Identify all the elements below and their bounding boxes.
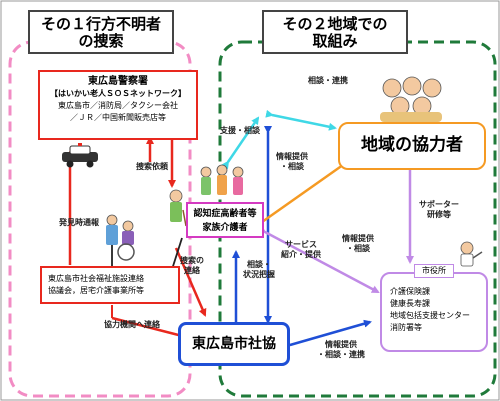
label-supporter-1: サポーター [419,200,459,209]
arrow-support-consult [221,116,260,170]
cityhall-item-2: 健康長寿課 [390,299,430,308]
label-info-consult-2: 情報提供 ・相談 [336,234,380,254]
label-consult-status-1: 相談・ [247,260,271,269]
police-box: 東広島警察署 【はいかい老人ＳＯＳネットワーク】 東広島市／消防局／タクシー会社… [38,70,198,140]
label-service-1: サービス [285,240,317,249]
label-search-request: 捜索依頼 [136,162,168,171]
label-support-consult: 支援・相談 [220,126,260,135]
label-discovery-report: 発見時通報 [59,218,99,227]
police-box-line2: ／ＪＲ／中国新聞販売店等 [70,113,166,122]
patient-family-box: 認知症高齢者等 家族介護者 [186,202,264,238]
label-search-cooperate-2: 連絡 [184,266,200,275]
community-box: 地域の協力者 [338,122,486,170]
label-supporter: サポーター 研修等 [412,200,466,220]
cityhall-item-1: 介護保険課 [390,287,430,296]
label-info-cooperate: 情報提供 ・相談・連携 [312,340,370,360]
label-service: サービス 紹介・提供 [276,240,326,260]
cityhall-box: 介護保険課 健康長寿課 地域包括支援センター 消防署等 [380,272,488,352]
family-icon [200,164,244,195]
label-info-provide-consult-2: ・相談 [280,162,304,171]
facility-box-line2: 協議会，居宅介護事業所等 [48,286,144,295]
label-info-consult-2-2: ・相談 [346,244,370,253]
label-agency-contact: 協力機関へ連絡 [104,320,160,329]
arrow-info-community [254,158,352,229]
police-box-line1: 東広島市／消防局／タクシー会社 [58,101,178,110]
police-box-network: 【はいかい老人ＳＯＳネットワーク】 [50,89,186,98]
label-info-cooperate-2: ・相談・連携 [317,350,365,359]
label-info-consult-2-1: 情報提供 [342,234,374,243]
label-consult-status: 相談・ 状況把握 [238,260,280,280]
label-search-cooperate: 捜索の 連絡 [176,256,208,276]
label-info-provide-consult: 情報提供 ・相談 [272,152,312,172]
label-consult-cooperate-top: 相談・連携 [308,76,348,85]
wheelchair-icon [106,214,135,261]
section2-title-line1: その２地域での [282,15,388,33]
community-group-icon [380,76,442,122]
cityhall-label: 市役所 [414,264,454,278]
section2-title: その２地域での 取組み [262,10,408,54]
patient-box-line2: 家族介護者 [202,223,248,233]
section2-title-line2: 取組み [312,32,358,50]
cityhall-item-3: 地域包括支援センター [390,311,470,320]
arrow-search-contact [174,247,207,317]
label-service-2: 紹介・提供 [281,250,321,259]
section1-title: その１行方不明者 の捜索 [28,10,174,54]
doctor-icon [460,241,483,267]
patient-box-line1: 認知症高齢者等 [193,209,257,219]
police-car-icon [62,143,98,168]
council-box: 東広島市社協 [178,322,290,366]
label-consult-status-2: 状況把握 [243,270,275,279]
facility-box-line1: 東広島市社会福祉施設連絡 [48,274,144,283]
facility-box: 東広島市社会福祉施設連絡 協議会，居宅介護事業所等 [40,266,180,304]
section1-title-line1: その１行方不明者 [40,15,161,33]
label-info-cooperate-1: 情報提供 [325,340,357,349]
police-box-title: 東広島警察署 [88,76,148,87]
arrow-service [257,225,380,294]
section1-title-line2: の捜索 [78,32,124,50]
cityhall-item-4: 消防署等 [390,323,422,332]
arrow-cityhall-council [283,319,372,351]
label-search-cooperate-1: 捜索の [180,256,204,265]
label-info-provide-consult-1: 情報提供 [276,152,308,161]
elderly-person-icon [169,189,187,227]
arrow-consult-cooperate [265,109,337,131]
label-supporter-2: 研修等 [427,210,451,219]
